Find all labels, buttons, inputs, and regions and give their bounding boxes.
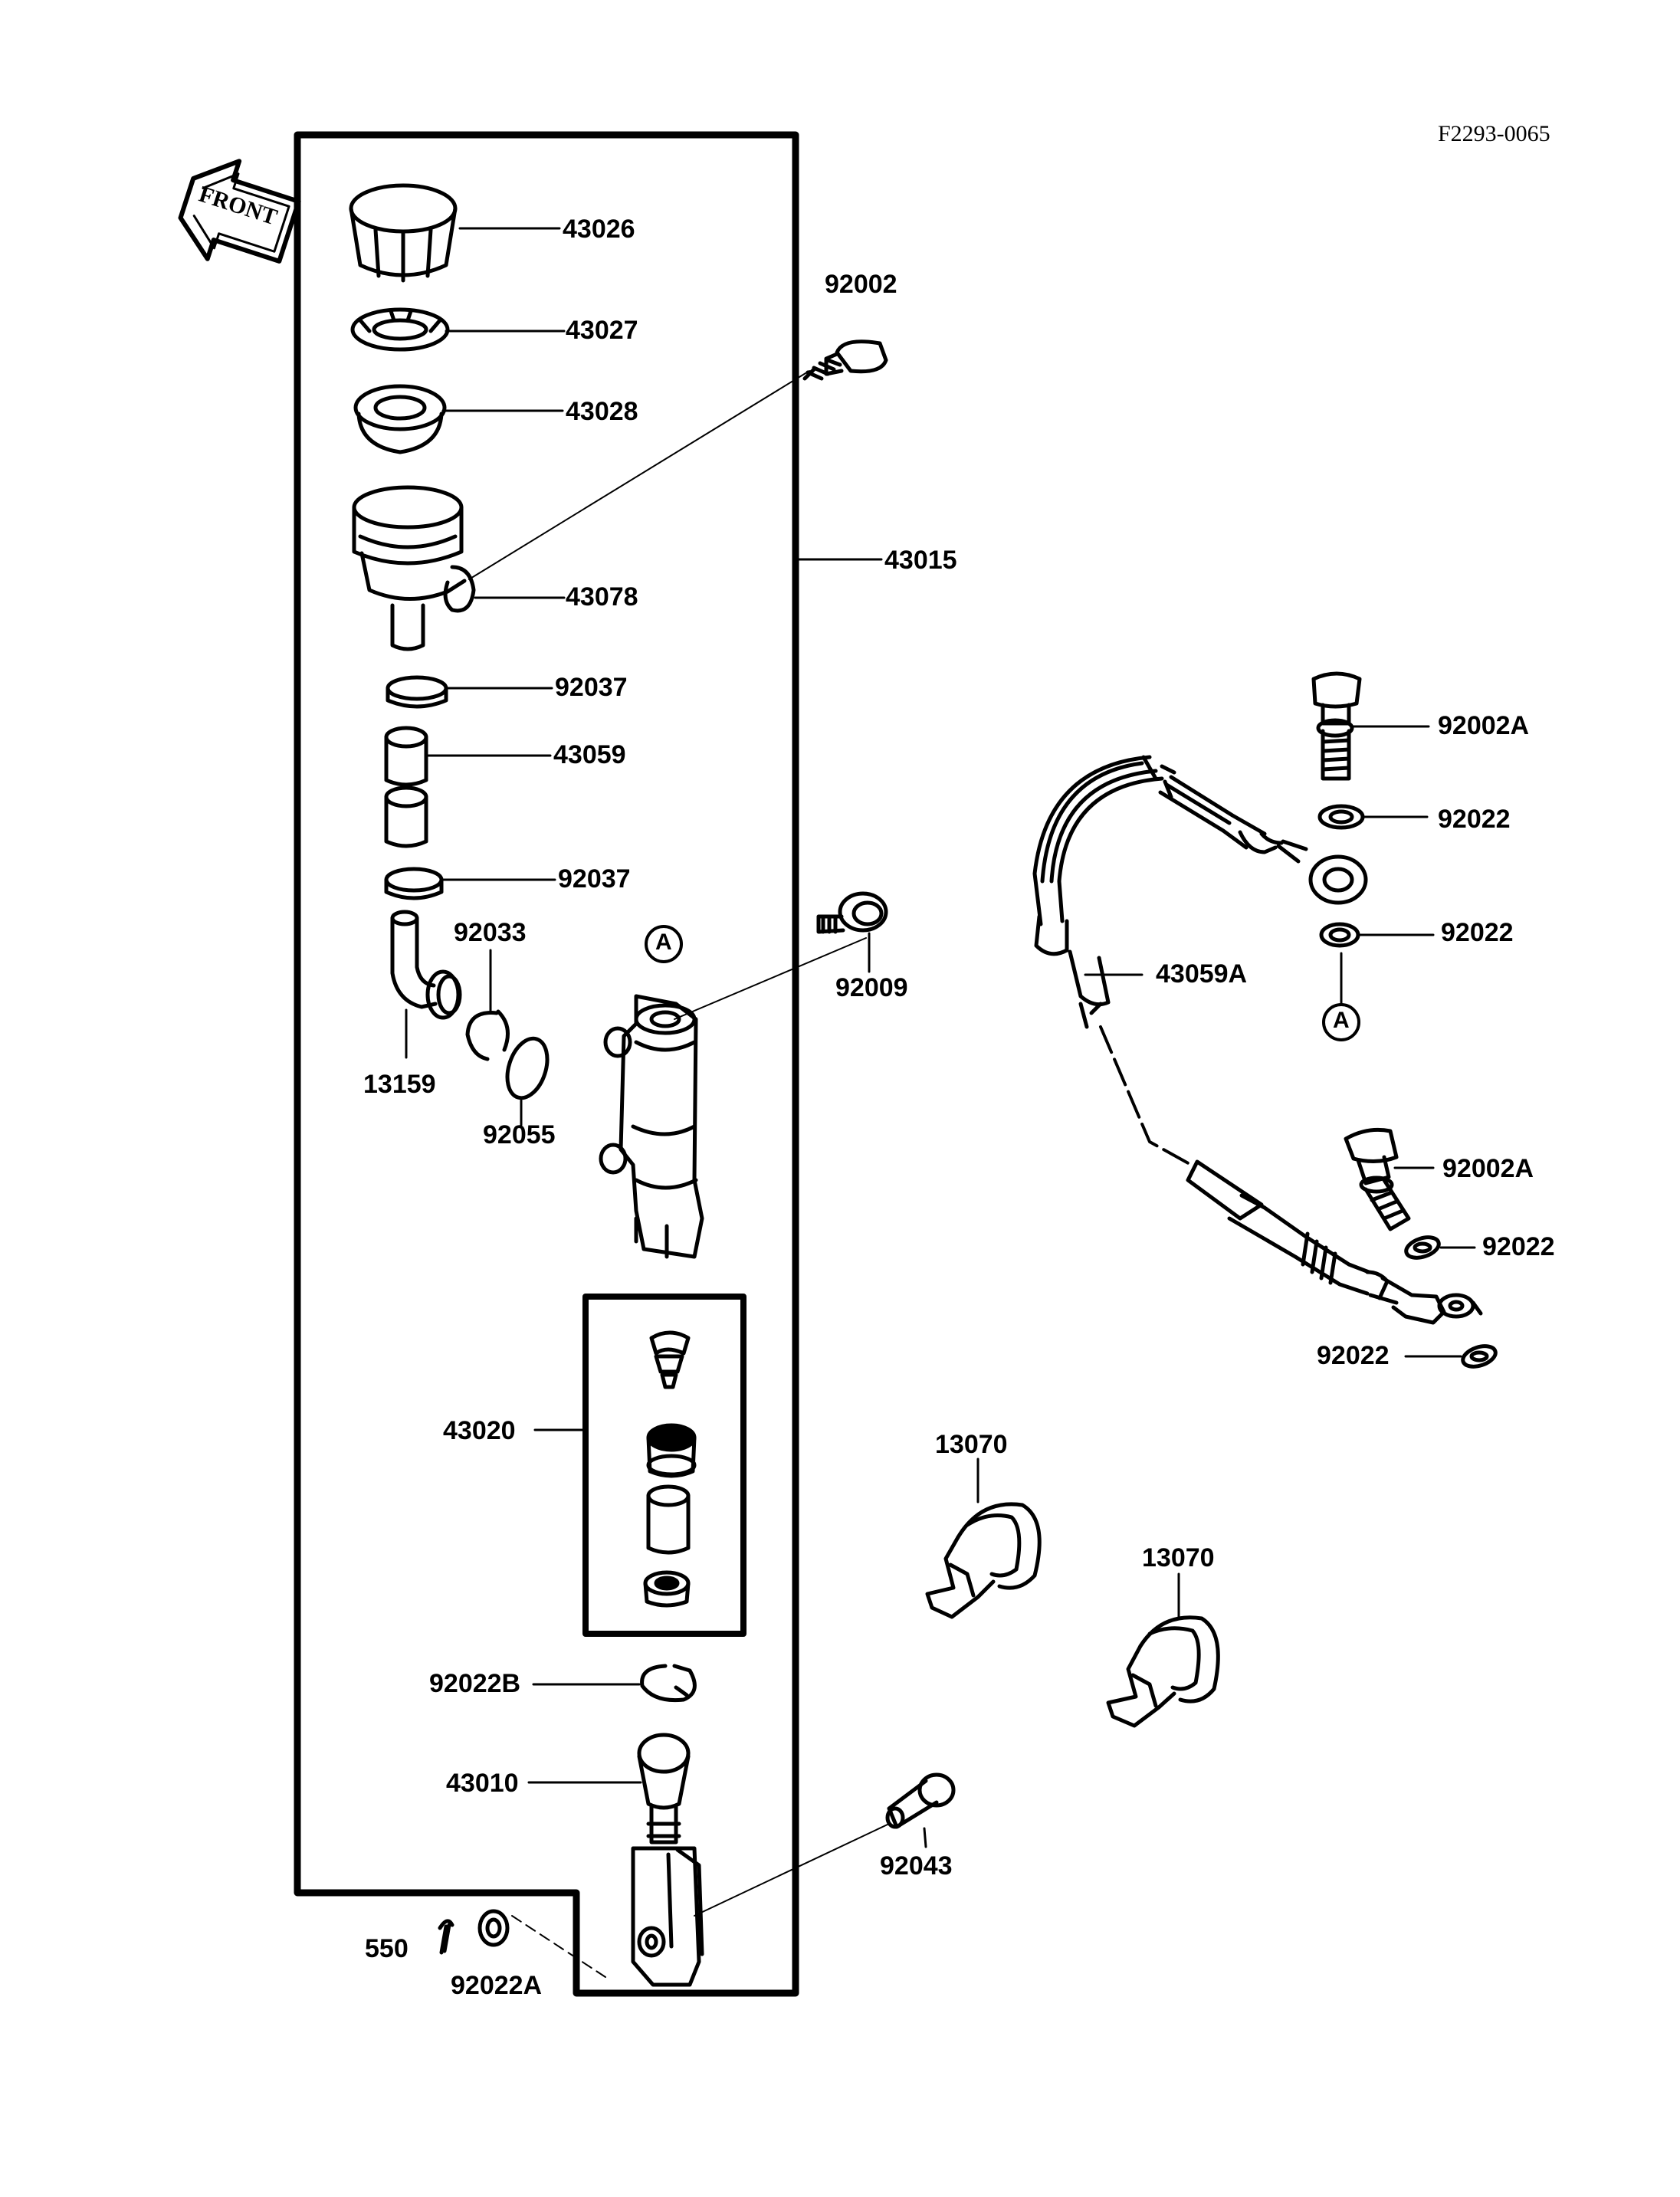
master-cylinder-body: [599, 994, 704, 1259]
label-13070-1: 13070: [935, 1430, 1008, 1459]
label-13159: 13159: [363, 1070, 436, 1099]
cotter-pin-550: [438, 1919, 454, 1955]
brake-hose-43059a: [1032, 755, 1483, 1325]
label-13070-2: 13070: [1142, 1543, 1215, 1572]
bolt-92009: [816, 891, 888, 934]
banjo-bolt-92002a-mid: [1344, 1127, 1411, 1231]
washer-92022-3: [1404, 1235, 1441, 1260]
reservoir-43078: [352, 485, 476, 651]
label-92037-lower: 92037: [558, 864, 631, 894]
label-92002a-top: 92002A: [1438, 711, 1530, 740]
elbow-fitting-13159: [390, 910, 462, 1020]
label-92009: 92009: [835, 973, 908, 1002]
label-92002a-mid: 92002A: [1442, 1154, 1534, 1183]
label-43078: 43078: [566, 582, 638, 612]
label-92022-4: 92022: [1317, 1341, 1390, 1370]
label-92002: 92002: [825, 270, 897, 299]
label-92022a-lower: 92022A: [451, 1971, 543, 2000]
figure-code: F2293-0065: [1438, 121, 1550, 146]
clevis-pin-92043: [885, 1772, 956, 1829]
diaphragm-43028: [353, 384, 447, 454]
callout-a-circle-1: [645, 925, 683, 963]
label-92022b: 92022B: [429, 1669, 521, 1698]
circlip-92022b: [640, 1664, 697, 1703]
callout-a-label-2: A: [1333, 1008, 1350, 1033]
label-92037-upper: 92037: [555, 673, 628, 702]
callout-a-label-1: A: [655, 930, 672, 955]
label-43059: 43059: [553, 740, 626, 769]
leader-lines: [405, 227, 1476, 1978]
front-arrow-icon: [178, 159, 301, 264]
reservoir-cap-43026: [349, 183, 458, 283]
label-43027: 43027: [566, 316, 638, 345]
assembly-outline: [294, 131, 799, 1997]
piston-kit-box-43020: [582, 1294, 746, 1637]
hose-clip-92037-upper: [386, 675, 448, 709]
label-92022-2: 92022: [1441, 918, 1514, 947]
washer-92022-2: [1319, 922, 1360, 948]
label-92022-1: 92022: [1438, 805, 1511, 834]
hose-clip-92037-lower: [384, 867, 444, 900]
washer-92022-1: [1317, 804, 1365, 830]
label-550: 550: [365, 1934, 409, 1963]
label-43028: 43028: [566, 397, 638, 426]
label-92043: 92043: [880, 1851, 953, 1881]
screw-92002: [802, 339, 888, 381]
push-rod-43010: [631, 1733, 704, 1987]
label-43059a: 43059A: [1156, 959, 1248, 989]
secondary-cup-icon: [643, 1570, 691, 1608]
label-92055: 92055: [483, 1120, 556, 1149]
label-43015: 43015: [884, 546, 957, 575]
washer-92022a-lower: [477, 1909, 510, 1947]
label-92033: 92033: [454, 918, 527, 947]
hose-43059: [384, 726, 428, 848]
label-92022-3: 92022: [1482, 1232, 1555, 1261]
primary-cup-icon: [646, 1423, 697, 1478]
diaphragm-plate-43027: [350, 307, 450, 352]
piston-icon: [646, 1484, 691, 1555]
label-43010: 43010: [446, 1769, 519, 1798]
spring-icon: [649, 1330, 691, 1389]
label-43020: 43020: [443, 1416, 516, 1445]
circlip-92033: [465, 1009, 510, 1061]
banjo-bolt-92002a-top: [1311, 671, 1362, 781]
hose-clamp-13070-2: [1106, 1615, 1220, 1728]
hose-clamp-13070-1: [925, 1502, 1042, 1619]
o-ring-92055: [505, 1036, 550, 1100]
label-43026: 43026: [563, 215, 635, 244]
washer-92022-4: [1461, 1344, 1498, 1369]
